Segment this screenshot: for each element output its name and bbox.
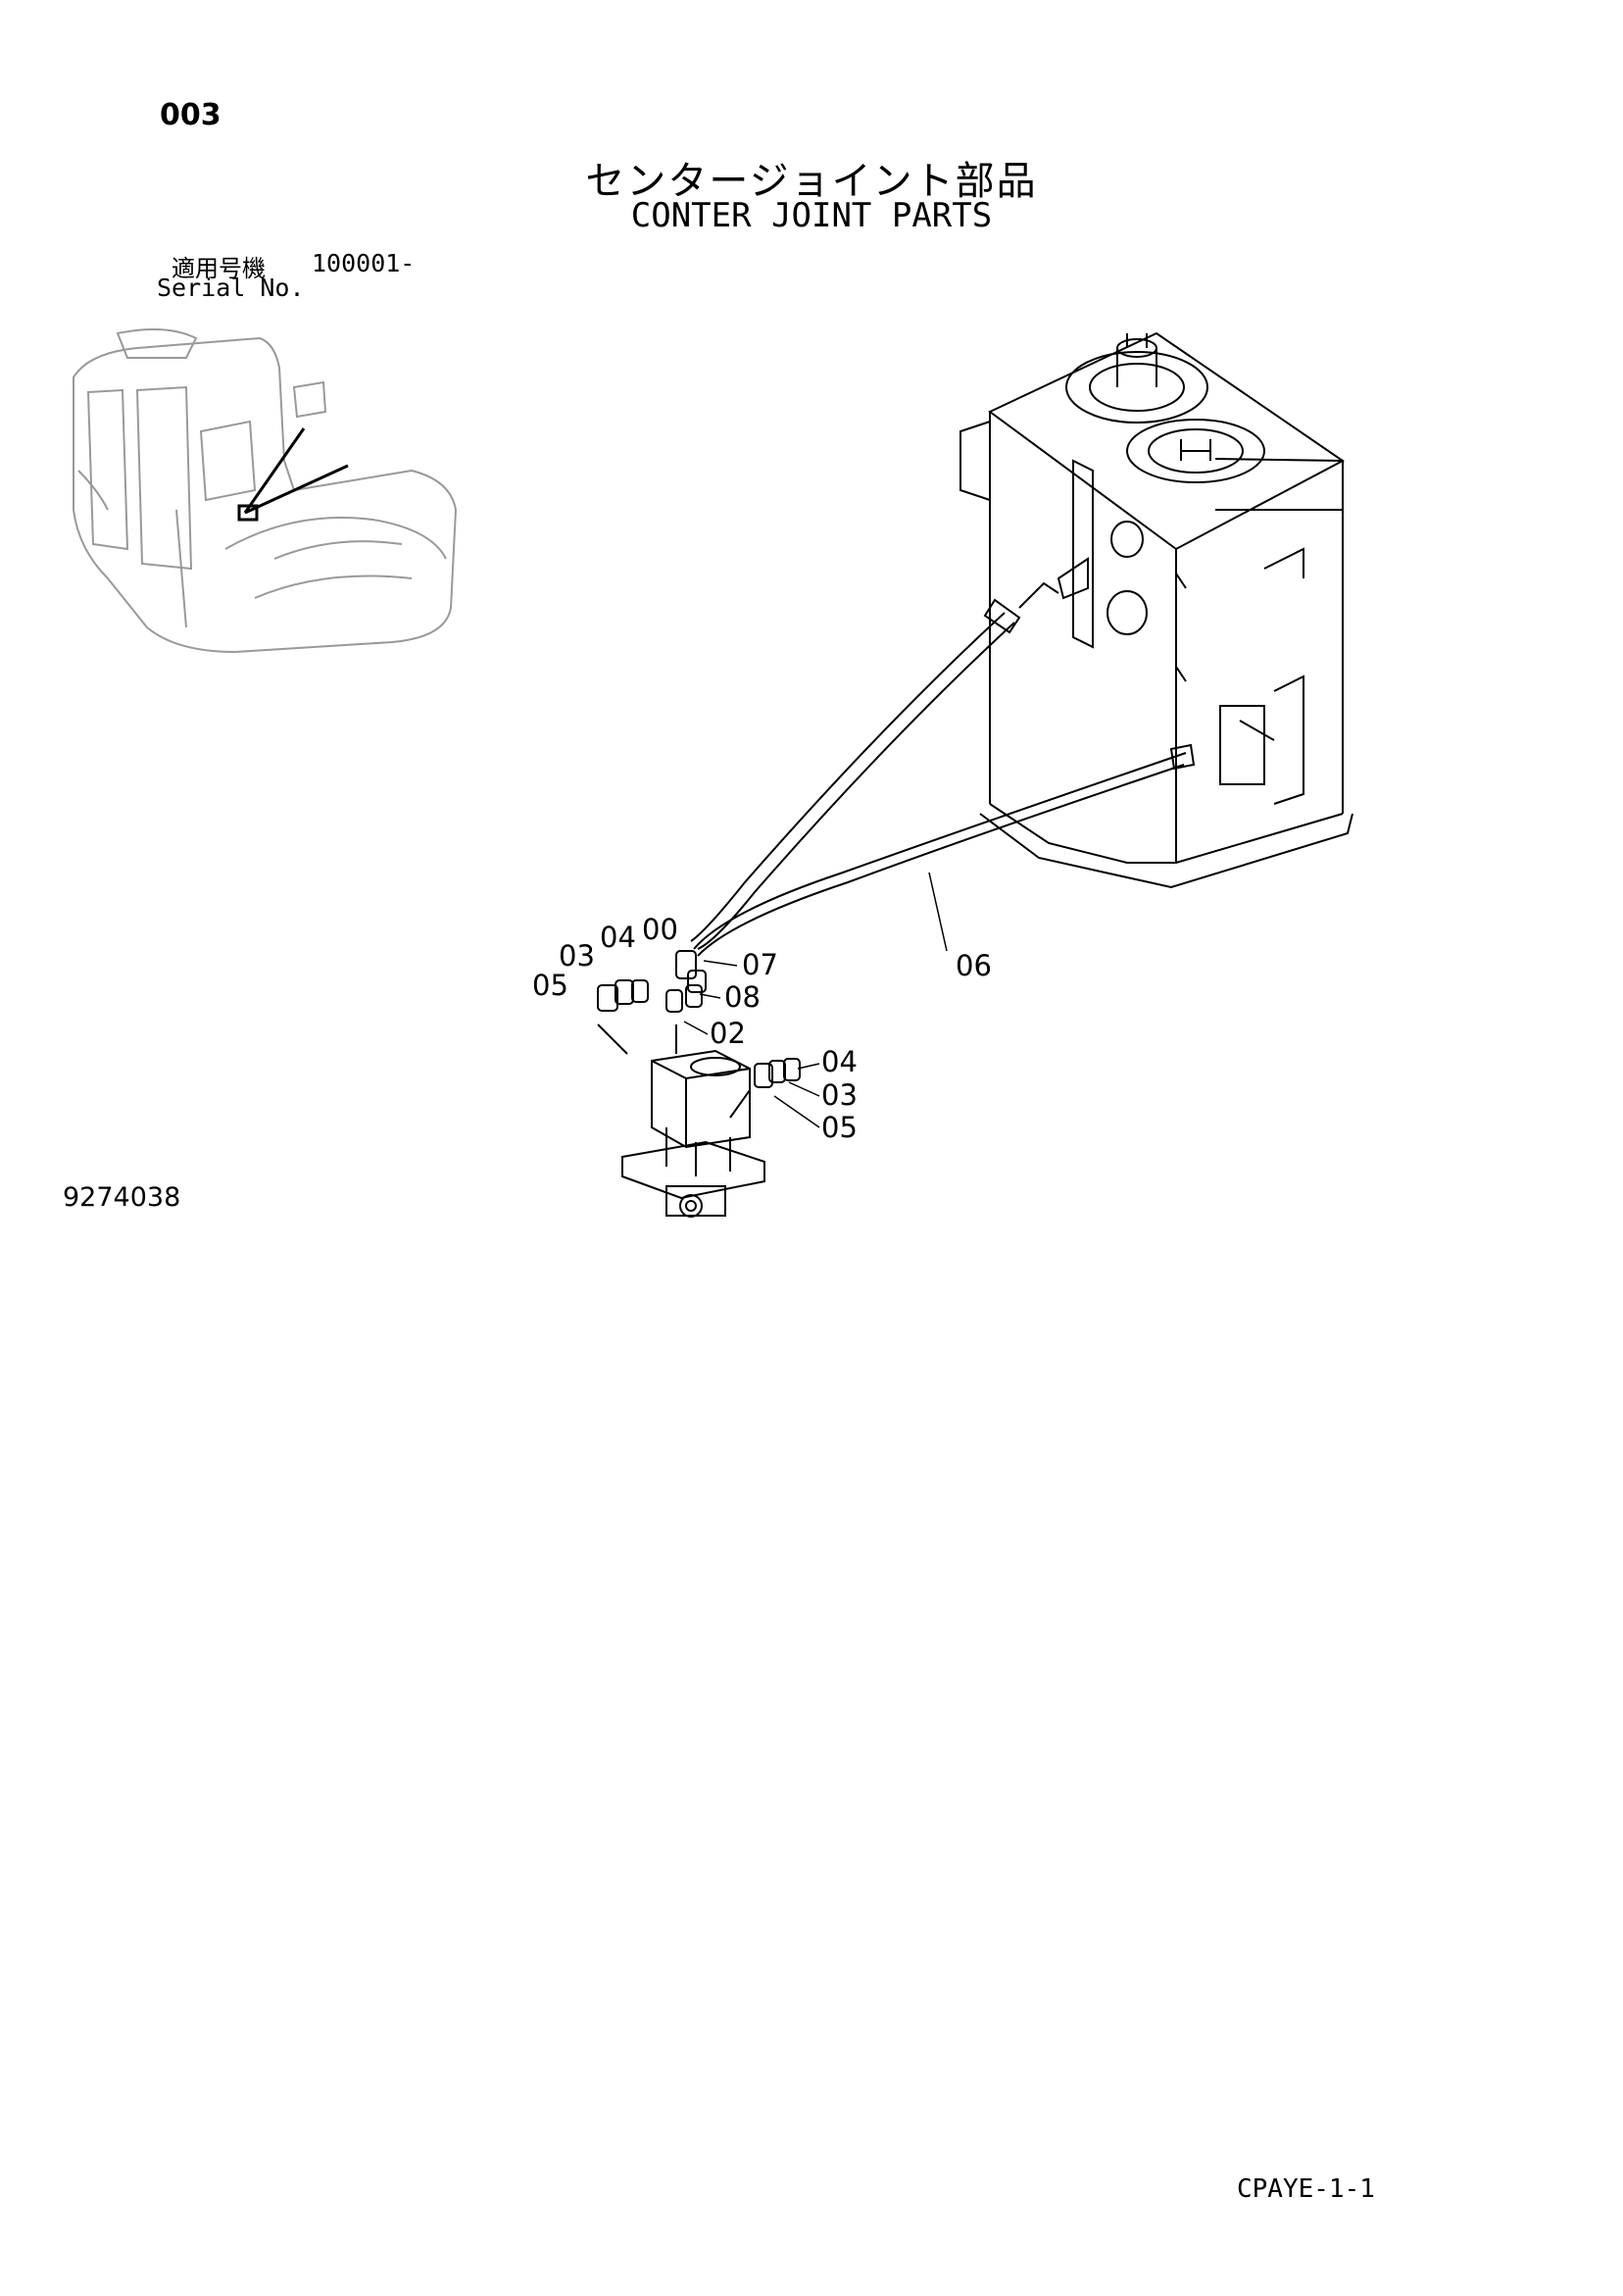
page-reference: CPAYE-1-1 (1237, 2174, 1375, 2204)
serial-label-english: Serial No. (157, 274, 305, 302)
callout-labels: 00 03 04 05 07 08 02 06 04 03 05 (532, 913, 992, 1144)
callout-02: 02 (710, 1017, 746, 1050)
callout-05-right: 05 (821, 1111, 858, 1144)
callout-08: 08 (724, 980, 761, 1014)
fittings-cluster (597, 950, 801, 1119)
callout-06: 06 (956, 949, 992, 982)
excavator-thumbnail (73, 328, 458, 654)
title-english: CONTER JOINT PARTS (630, 196, 993, 235)
callout-07: 07 (742, 948, 778, 981)
callout-04-right: 04 (821, 1045, 858, 1078)
page-code: 003 (160, 98, 221, 132)
serial-number-value: 100001- (312, 249, 416, 277)
hose-assemblies (690, 581, 1196, 957)
callout-00: 00 (642, 913, 678, 946)
serial-label-japanese: 適用号機 (172, 255, 266, 282)
thumbnail-highlight-hose (237, 427, 349, 522)
figure-number: 9274038 (63, 1182, 181, 1213)
callout-leader-lines (683, 872, 948, 1128)
callout-04-left: 04 (600, 921, 636, 954)
callout-03-right: 03 (821, 1078, 858, 1112)
callout-03-left: 03 (559, 939, 595, 973)
callout-05-left: 05 (532, 969, 568, 1002)
center-joint-body (959, 331, 1353, 889)
title-japanese: センタージョイント部品 (585, 159, 1038, 204)
swivel-motor-assembly (621, 1049, 765, 1218)
